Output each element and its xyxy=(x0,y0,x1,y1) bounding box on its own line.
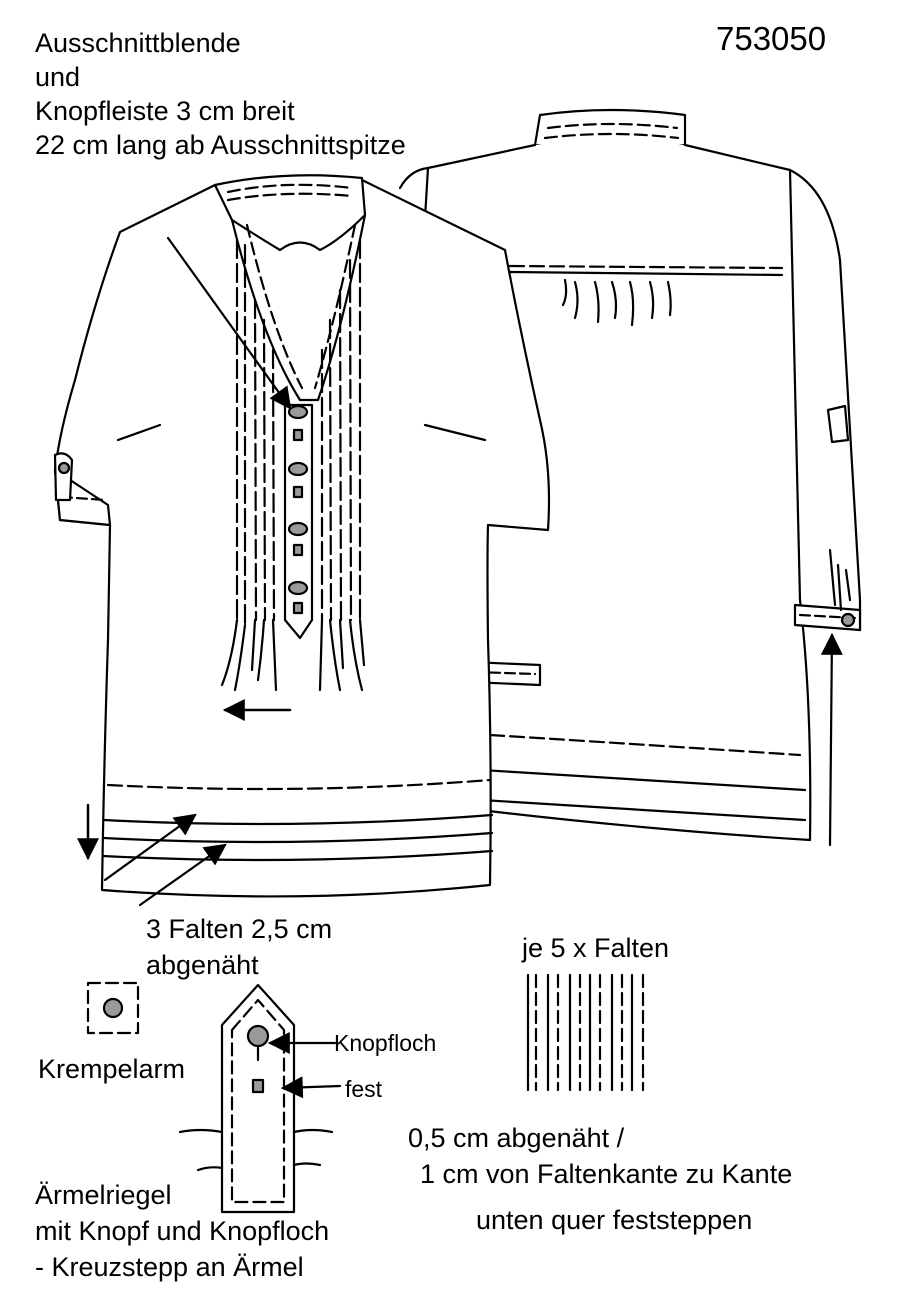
placket-note-line-2: und xyxy=(35,62,81,92)
pleat-stitch-label-2: 1 cm von Faltenkante zu Kante xyxy=(420,1159,793,1189)
hem-pleats-label-2: abgenäht xyxy=(146,950,259,980)
sleeve-tab-label-3: - Kreuzstepp an Ärmel xyxy=(35,1252,304,1282)
roll-sleeve-label: Krempelarm xyxy=(38,1054,186,1084)
sleeve-tab-label-2: mit Knopf und Knopfloch xyxy=(35,1216,330,1246)
pleat-stitch-label-1: 0,5 cm abgenäht / xyxy=(408,1123,625,1153)
pleat-diagram xyxy=(526,973,645,1092)
buttonhole-label: Knopfloch xyxy=(334,1030,437,1056)
placket-note-line-1: Ausschnittblende xyxy=(35,28,241,58)
fixed-label: fest xyxy=(345,1076,383,1102)
pleats-count-label: je 5 x Falten xyxy=(522,933,670,963)
sleeve-tab-label-1: Ärmelriegel xyxy=(35,1180,172,1210)
pattern-number: 753050 xyxy=(716,20,827,57)
placket-note-line-4: 22 cm lang ab Ausschnittspitze xyxy=(35,130,406,160)
front-view xyxy=(53,174,843,907)
placket-note-line-3: Knopfleiste 3 cm breit xyxy=(35,96,295,126)
roll-sleeve-detail xyxy=(86,981,140,1035)
sleeve-tab-detail xyxy=(178,983,342,1214)
hem-pleats-label-1: 3 Falten 2,5 cm xyxy=(146,914,333,944)
pleat-stitch-label-3: unten quer feststeppen xyxy=(476,1205,753,1235)
